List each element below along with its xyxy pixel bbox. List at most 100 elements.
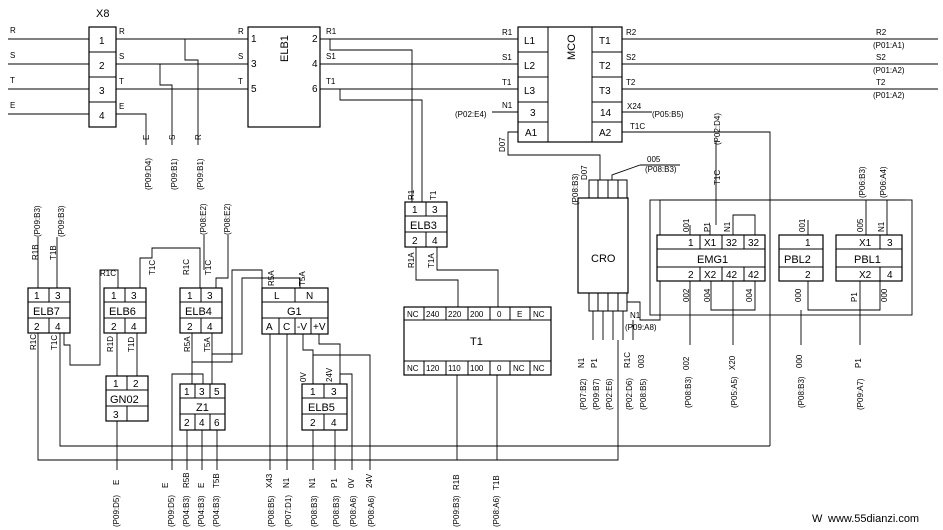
- emg1-t1c-ref: (P02:D4): [713, 113, 722, 145]
- mco-out-t2-ref: (P01:A2): [873, 91, 905, 100]
- x8-pin-4: 4: [99, 111, 105, 122]
- z1-pin-6: 6: [214, 418, 220, 429]
- mco-d07: D07: [498, 137, 507, 152]
- elb5-drop-24v-ref: (P08:A6): [367, 495, 376, 527]
- x8-drop-s-ref: (P09:B1): [170, 158, 179, 190]
- z1-drop-e1: E: [161, 483, 170, 488]
- elb7-pin-3: 3: [55, 291, 61, 302]
- pbl1-top-3: 3: [887, 238, 893, 249]
- g1-top-n: N: [306, 291, 313, 302]
- t1-top-0: NC: [407, 310, 419, 319]
- cro-relay: CRO 005 (P08:B3) D07 (P08:B3) N1 (P09:A8…: [571, 155, 905, 410]
- mco-out-r2-ref: (P01:A1): [873, 41, 905, 50]
- pbl2-drop-000: 000: [795, 354, 804, 368]
- elb7-bot-t1c: T1C: [50, 335, 59, 350]
- cro-drop-n1-ref: (P07:B2): [579, 378, 588, 410]
- gn02-pin-1: 1: [113, 379, 119, 390]
- t1-top-5: E: [517, 310, 522, 319]
- mco-3: 3: [530, 108, 536, 119]
- mco-x24: X24: [627, 102, 642, 111]
- watermark-text: www.55dianzi.com: [827, 513, 919, 525]
- elb7-top-ref1: (P09:B3): [33, 205, 42, 237]
- elb4-pin-2: 2: [187, 322, 193, 333]
- pbl1-top-sig-n1: N1: [877, 221, 886, 232]
- z1-pin-3: 3: [199, 387, 205, 398]
- x8-terminal-block: X8 1 2 3 4 R S T E R S T E E S R (P09:D4…: [8, 8, 248, 190]
- pbl1-bot-sig-000: 000: [880, 288, 889, 302]
- cro-drop-p1-ref: (P09:B7): [592, 378, 601, 410]
- pbl1-bot-sig-p1: P1: [850, 292, 859, 302]
- elb4-bot-t5a: T5A: [203, 337, 212, 352]
- pbl1-top-ref-005: (P06:B3): [858, 166, 867, 198]
- g1-bot-a: A: [266, 322, 273, 333]
- elb5-drop-p1-ref: (P08:B3): [332, 495, 341, 527]
- mco-in-t1: T1: [502, 78, 512, 87]
- elb3-breaker: R1 T1 1 3 ELB3 2 4 R1A T1A: [404, 189, 499, 307]
- mco-out-s2: S2: [626, 53, 636, 62]
- t1-bot-3: 100: [470, 364, 484, 373]
- mco-contactor: L1 L2 L3 3 A1 T1 T2 T3 14 A2 MCO R1 S1 T…: [455, 26, 938, 446]
- x8-out-s: S: [119, 52, 124, 61]
- pbl2-button: 1 PBL2 2 001 000 000 (P08:B3): [778, 218, 881, 408]
- g1-bot-plusv: +V: [313, 322, 326, 333]
- elb1-label: ELB1: [279, 35, 291, 62]
- emg1-top-32b: 32: [748, 238, 760, 249]
- elb3-bot-t1a: T1A: [427, 253, 436, 268]
- z1-pin-5: 5: [214, 387, 220, 398]
- elb7-pin-4: 4: [55, 322, 61, 333]
- emg1-top-32a: 32: [726, 238, 738, 249]
- elb5-drop-0v: 0V: [347, 478, 356, 488]
- gn02-drop-e: E: [112, 480, 121, 485]
- pbl1-label: PBL1: [854, 254, 881, 266]
- elb7-top-r1b: R1B: [31, 244, 40, 260]
- pbl1-top-x1: X1: [859, 238, 872, 249]
- elb5-pin-3: 3: [331, 387, 337, 398]
- elb4-top-ref2: (P08:E2): [223, 203, 232, 235]
- t1-top-4: 0: [497, 310, 502, 319]
- elb1-out-t1: T1: [326, 77, 336, 86]
- emg1-bot-2: 2: [688, 270, 694, 281]
- cro-top-005: 005: [647, 155, 661, 164]
- cro-top-d07-ref: (P08:B3): [571, 173, 580, 205]
- elb6-top-r1c: R1C: [100, 269, 116, 278]
- elb5-drop-p1: P1: [330, 478, 339, 488]
- t1-drop-t1b: T1B: [492, 475, 501, 490]
- elb3-top-t1: T1: [429, 190, 438, 200]
- cro-side-n1-ref: (P09:A8): [625, 323, 657, 332]
- elb6-breaker: R1C T1C 1 3 ELB6 2 4 R1D T1D: [100, 247, 201, 376]
- z1-drop-t5b-ref: (P04:B3): [212, 495, 221, 527]
- cro-drop-003: 003: [637, 354, 646, 368]
- elb3-label: ELB3: [410, 220, 437, 232]
- x8-out-t: T: [119, 77, 124, 86]
- g1-top-t5a: T5A: [298, 271, 307, 286]
- elb3-pin-1: 1: [412, 205, 418, 216]
- elb4-top-ref1: (P08:E2): [199, 203, 208, 235]
- x8-drop-r: R: [194, 134, 203, 140]
- pbl1-drop-p1-ref: (P09:A7): [856, 378, 865, 410]
- emg1-top-sig-001: 001: [682, 218, 691, 232]
- g1-bot-minusv: -V: [297, 322, 307, 333]
- t1-bot-4: 0: [497, 364, 502, 373]
- g1-power-supply: R5A T5A L N G1 A C -V +V X43 N1 (P08:B5)…: [261, 270, 341, 527]
- elb5-pin-2: 2: [310, 418, 316, 429]
- cro-top-d07: D07: [580, 165, 589, 180]
- elb5-top-0v: 0V: [299, 372, 308, 382]
- elb1-pin-3: 3: [251, 59, 257, 70]
- t1-bot-5: NC: [513, 364, 525, 373]
- mco-label: MCO: [566, 34, 578, 60]
- cro-label: CRO: [591, 253, 616, 265]
- mco-l2: L2: [524, 61, 536, 72]
- x8-drop-e-ref: (P09:D4): [144, 158, 153, 190]
- gn02-drop-e-ref: (P09:D5): [112, 495, 121, 527]
- elb5-top-24v: 24V: [325, 367, 334, 382]
- z1-label: Z1: [196, 402, 209, 414]
- emg1-label: EMG1: [697, 254, 728, 266]
- elb1-in-r: R: [238, 27, 244, 36]
- elb3-top-r1: R1: [407, 189, 416, 200]
- emg1-top-sig-p1: P1: [703, 222, 712, 232]
- elb6-bot-t1d: T1D: [127, 337, 136, 352]
- mco-out-t2: T2: [626, 78, 636, 87]
- mco-in-r1: R1: [502, 28, 513, 37]
- mco-x24-ref: (P05:B5): [652, 110, 684, 119]
